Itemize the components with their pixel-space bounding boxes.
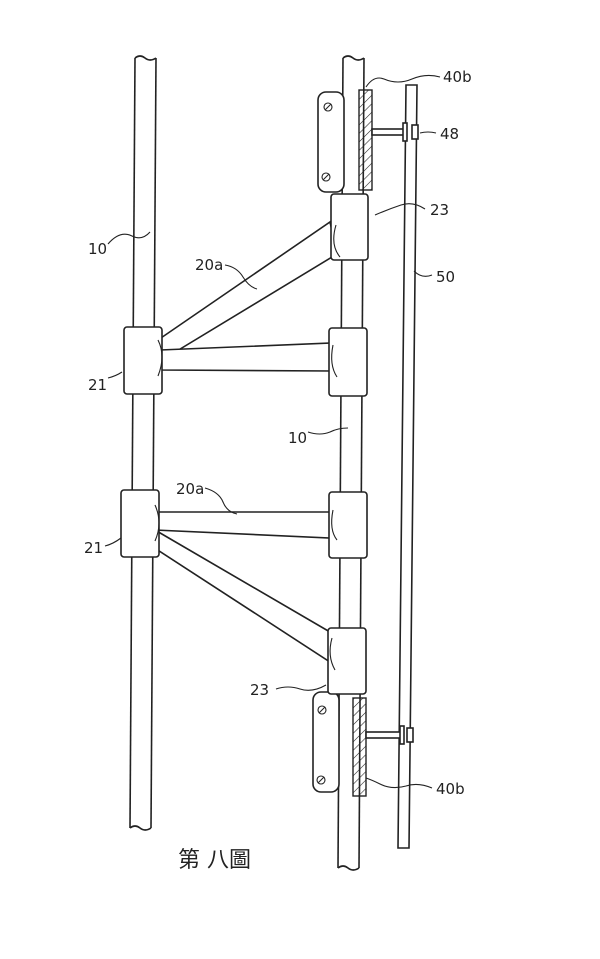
upper-bracket bbox=[318, 90, 372, 192]
lower-brace-assembly bbox=[150, 512, 330, 662]
label-coupler-upper: 23 bbox=[430, 201, 449, 219]
label-clamp-left-upper: 21 bbox=[88, 376, 107, 394]
label-bracket-lower: 40b bbox=[436, 780, 465, 798]
figure-caption: 第 八圖 bbox=[178, 848, 251, 873]
label-clamp-left-lower: 21 bbox=[84, 539, 103, 557]
lower-coupler bbox=[328, 628, 366, 694]
left-pole bbox=[130, 56, 156, 830]
label-panel: 50 bbox=[436, 268, 455, 286]
middle-coupler-upper bbox=[329, 328, 367, 396]
label-pole-left: 10 bbox=[88, 240, 107, 258]
label-bracket-upper: 40b bbox=[443, 68, 472, 86]
label-pole-middle: 10 bbox=[288, 429, 307, 447]
label-brace-upper: 20a bbox=[195, 256, 223, 274]
upper-coupler bbox=[331, 194, 368, 260]
label-brace-lower: 20a bbox=[176, 480, 204, 498]
upper-brace-assembly bbox=[158, 222, 337, 371]
left-clamp-lower bbox=[121, 490, 159, 557]
label-coupler-lower: 23 bbox=[250, 681, 269, 699]
left-clamp-upper bbox=[124, 327, 162, 394]
label-bolt: 48 bbox=[440, 125, 459, 143]
middle-coupler-lower bbox=[329, 492, 367, 558]
lower-bracket bbox=[313, 692, 366, 796]
